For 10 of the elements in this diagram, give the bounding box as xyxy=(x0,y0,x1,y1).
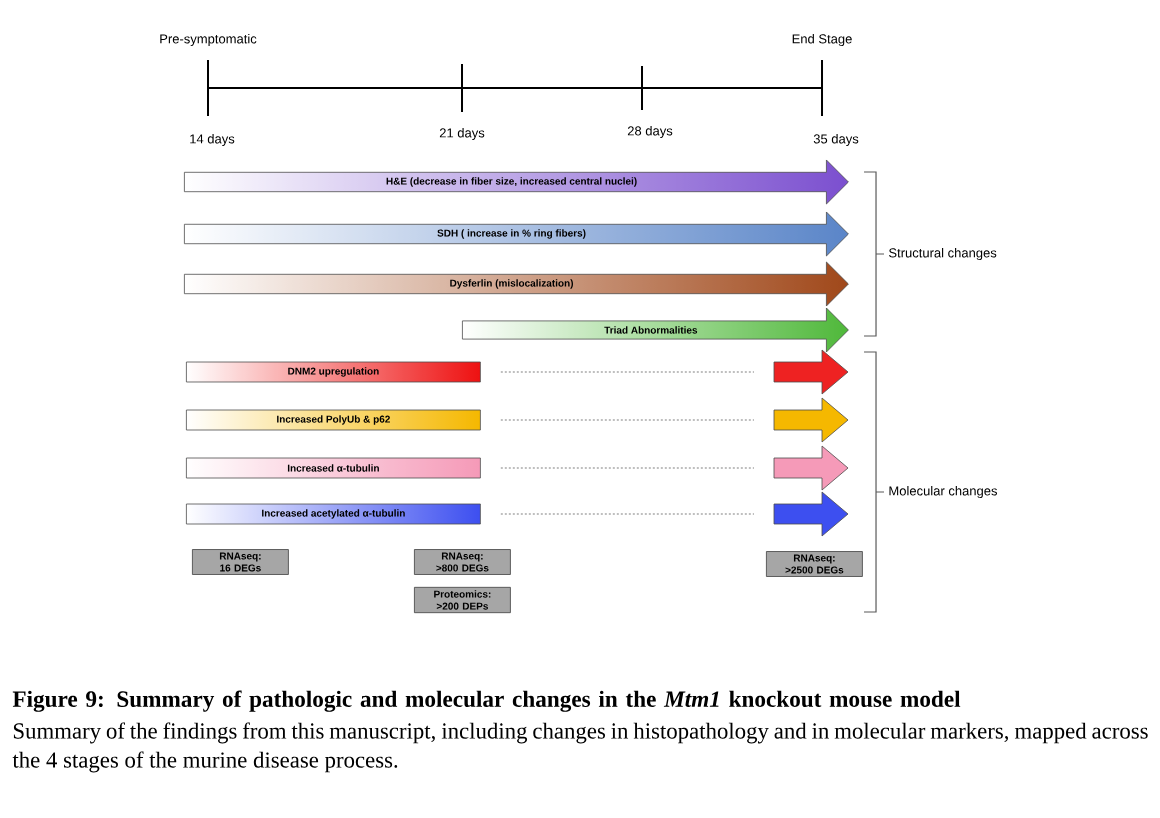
end-stage-marker xyxy=(773,491,849,537)
end-stage-marker xyxy=(773,445,849,491)
dotted-connector xyxy=(500,513,755,515)
dotted-connector xyxy=(500,371,755,373)
dotted-connector xyxy=(500,419,755,421)
dotted-connector xyxy=(500,467,755,469)
end-stage-marker xyxy=(773,397,849,443)
end-stage-marker xyxy=(773,349,849,395)
figure-caption: Summary of the findings from this manuscript, including changes in histopathology and in molecular markers, mapped across the 4 stages of the murine disease process. xyxy=(12,722,1148,773)
figure-title: Figure 9: Summary of pathologic and molecular changes in the Mtm1 knockout mouse model xyxy=(12,690,961,712)
